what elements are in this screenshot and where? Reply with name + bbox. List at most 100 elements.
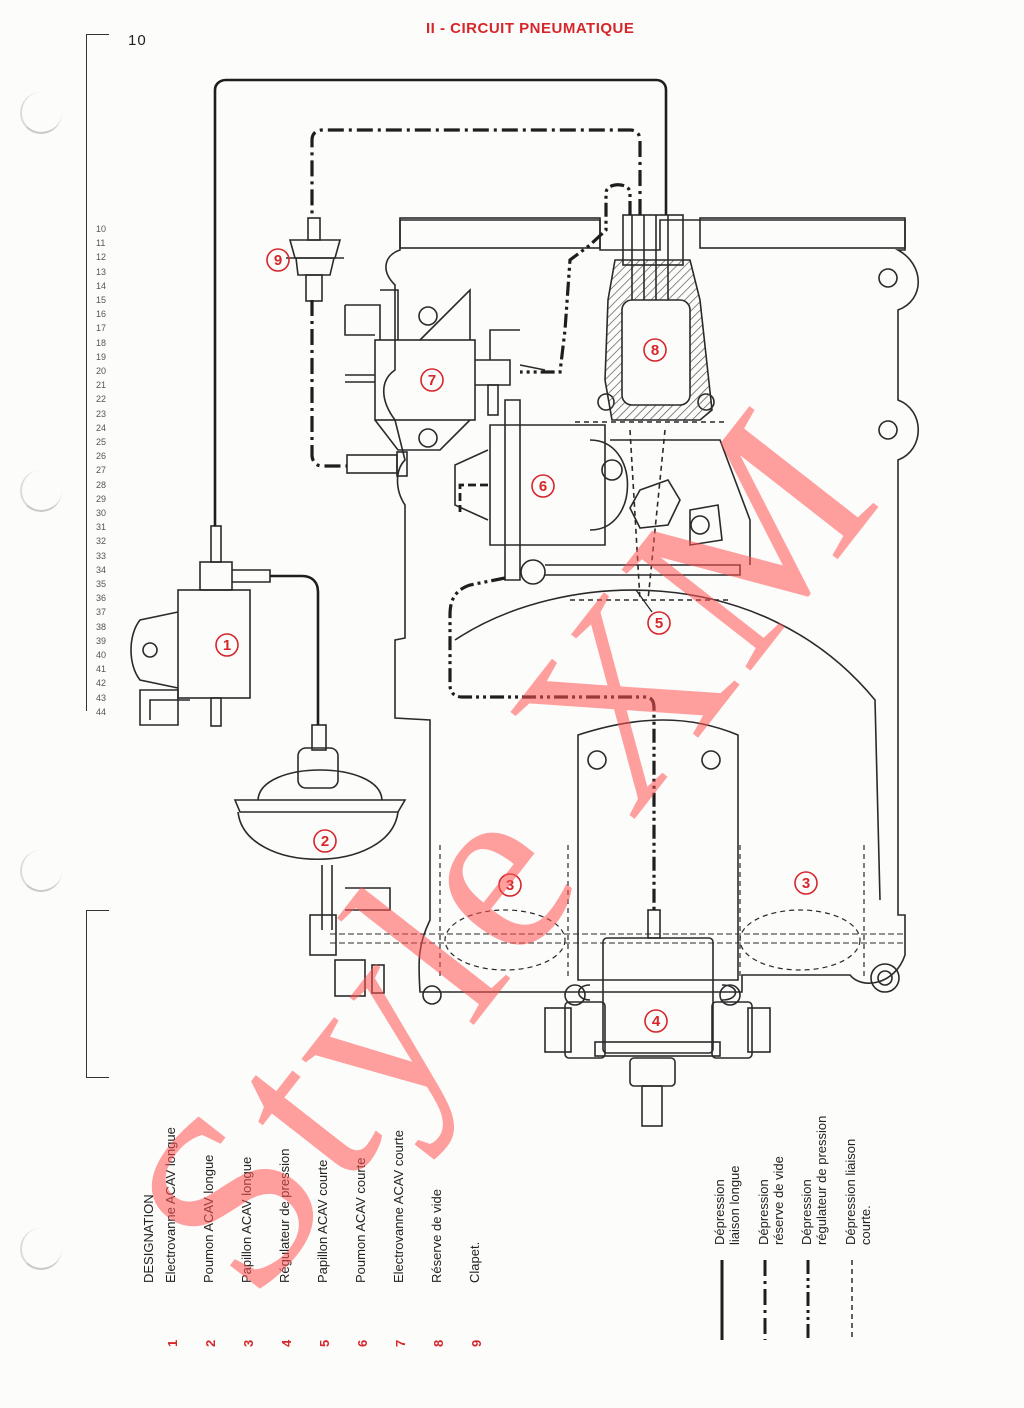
bolt-hole (418, 428, 438, 448)
margin-index-number: 17 (96, 323, 107, 334)
line-key-label: liaison longue (727, 1165, 742, 1245)
margin-index-number: 35 (96, 579, 107, 589)
callout-6-label: 6 (539, 478, 547, 495)
page-title: II - CIRCUIT PNEUMATIQUE (426, 20, 635, 37)
callout-9: 9 (266, 248, 290, 272)
margin-index-number: 39 (96, 635, 107, 646)
line-key-label: Dépression (756, 1179, 771, 1245)
callout-7: 7 (420, 368, 444, 392)
punch-hole (20, 1228, 62, 1270)
poumon-acav-courte (454, 399, 751, 601)
bolt-hole (587, 750, 607, 770)
legend-item-label: Régulateur de pression (277, 1148, 292, 1283)
margin-index-number: 19 (96, 351, 107, 362)
callout-3-label: 3 (802, 875, 810, 892)
callout-5-label: 5 (655, 615, 663, 632)
margin-index-number: 36 (96, 593, 107, 604)
legend-item-label: Papillon ACAV longue (239, 1156, 254, 1283)
callout-1: 1 (215, 633, 239, 657)
margin-index-number: 26 (96, 451, 107, 462)
line-key-label: Dépression (712, 1179, 727, 1245)
line-key-label: courte. (858, 1205, 873, 1245)
callout-2-label: 2 (321, 833, 329, 850)
legend-item-number: 1 (165, 1339, 180, 1347)
throttle-ellipse-left (444, 909, 566, 971)
callout-3-left: 3 (498, 873, 522, 897)
margin-index-number: 44 (96, 706, 107, 717)
callout-7-label: 7 (428, 372, 436, 389)
margin-bracket (86, 34, 109, 711)
margin-index-number: 13 (96, 266, 107, 277)
regulateur-de-pression (544, 909, 771, 1127)
legend-item-label: Electrovanne ACAV longue (163, 1127, 178, 1283)
callout-1-label: 1 (223, 637, 231, 654)
line-key-label: régulateur de pression (814, 1115, 829, 1245)
line-regulateur-de-pression (448, 576, 656, 910)
punch-hole (20, 92, 62, 134)
bolt-hole (877, 970, 893, 986)
legend-item-label: Réserve de vide (429, 1189, 444, 1283)
electrovanne-acav-longue (130, 525, 271, 727)
legend-item-label: Clapet. (467, 1241, 482, 1283)
margin-index-number: 10 (96, 224, 107, 234)
margin-index-number: 30 (96, 508, 107, 518)
legend-heading-text: DESIGNATION (141, 1194, 156, 1283)
margin-bracket (86, 910, 109, 1078)
callout-5: 5 (647, 611, 671, 635)
callout-3-label: 3 (506, 877, 514, 894)
intake-manifold-outline (382, 219, 920, 993)
legend-item-number: 9 (469, 1339, 484, 1347)
line-reserve-de-vide (310, 300, 347, 468)
margin-index-number: 21 (96, 380, 107, 391)
throttle-ellipse-right (739, 909, 861, 971)
line-liaison-longue (270, 574, 320, 725)
line-key-label: Dépression (799, 1179, 814, 1245)
bolt-hole (701, 750, 721, 770)
bolt-hole (878, 420, 898, 440)
legend-item-number: 8 (431, 1339, 446, 1347)
margin-index-number: 34 (96, 564, 107, 575)
margin-index-number: 31 (96, 522, 107, 533)
line-reserve-de-vide (310, 128, 642, 218)
legend-item-number: 2 (203, 1339, 218, 1347)
plenum-arc (454, 589, 881, 901)
callout-2: 2 (313, 829, 337, 853)
page-number: 10 (128, 32, 147, 49)
margin-index-number: 43 (96, 692, 107, 703)
margin-index-number: 25 (96, 437, 107, 447)
line-key-label: Dépression liaison (843, 1138, 858, 1245)
legend-item-label: Poumon ACAV courte (353, 1157, 368, 1284)
line-regulateur-de-pression (458, 483, 488, 512)
electrovanne-acav-courte (344, 288, 546, 451)
callout-9-label: 9 (274, 252, 282, 269)
margin-index-number: 42 (96, 678, 107, 689)
margin-index-number: 33 (96, 550, 107, 561)
legend-item-label: Papillon ACAV courte (315, 1159, 330, 1283)
margin-index-number: 38 (96, 621, 107, 632)
line-regulateur-de-pression (520, 183, 632, 374)
margin-index-number: 41 (96, 664, 107, 675)
margin-index-number: 15 (96, 295, 107, 305)
margin-index-number: 12 (96, 252, 107, 263)
margin-index-number: 29 (96, 493, 107, 504)
margin-index-number: 11 (96, 238, 106, 249)
callout-3-right: 3 (794, 871, 818, 895)
punch-hole (20, 850, 62, 892)
margin-index-number: 40 (96, 650, 107, 660)
legend-item-number: 3 (241, 1339, 256, 1347)
bolt-hole (422, 985, 442, 1005)
legend-item-label: Poumon ACAV longue (201, 1154, 216, 1283)
margin-index-number: 20 (96, 366, 107, 376)
callout-6: 6 (531, 474, 555, 498)
callouts: 1 2 3 3 4 5 6 7 8 9 (215, 248, 818, 1033)
pneumatic-lines (213, 78, 668, 910)
margin-index-number: 27 (96, 465, 107, 476)
legend-item-number: 7 (393, 1339, 408, 1347)
bolt-hole (878, 268, 898, 288)
manifold-flange-right (699, 217, 906, 249)
